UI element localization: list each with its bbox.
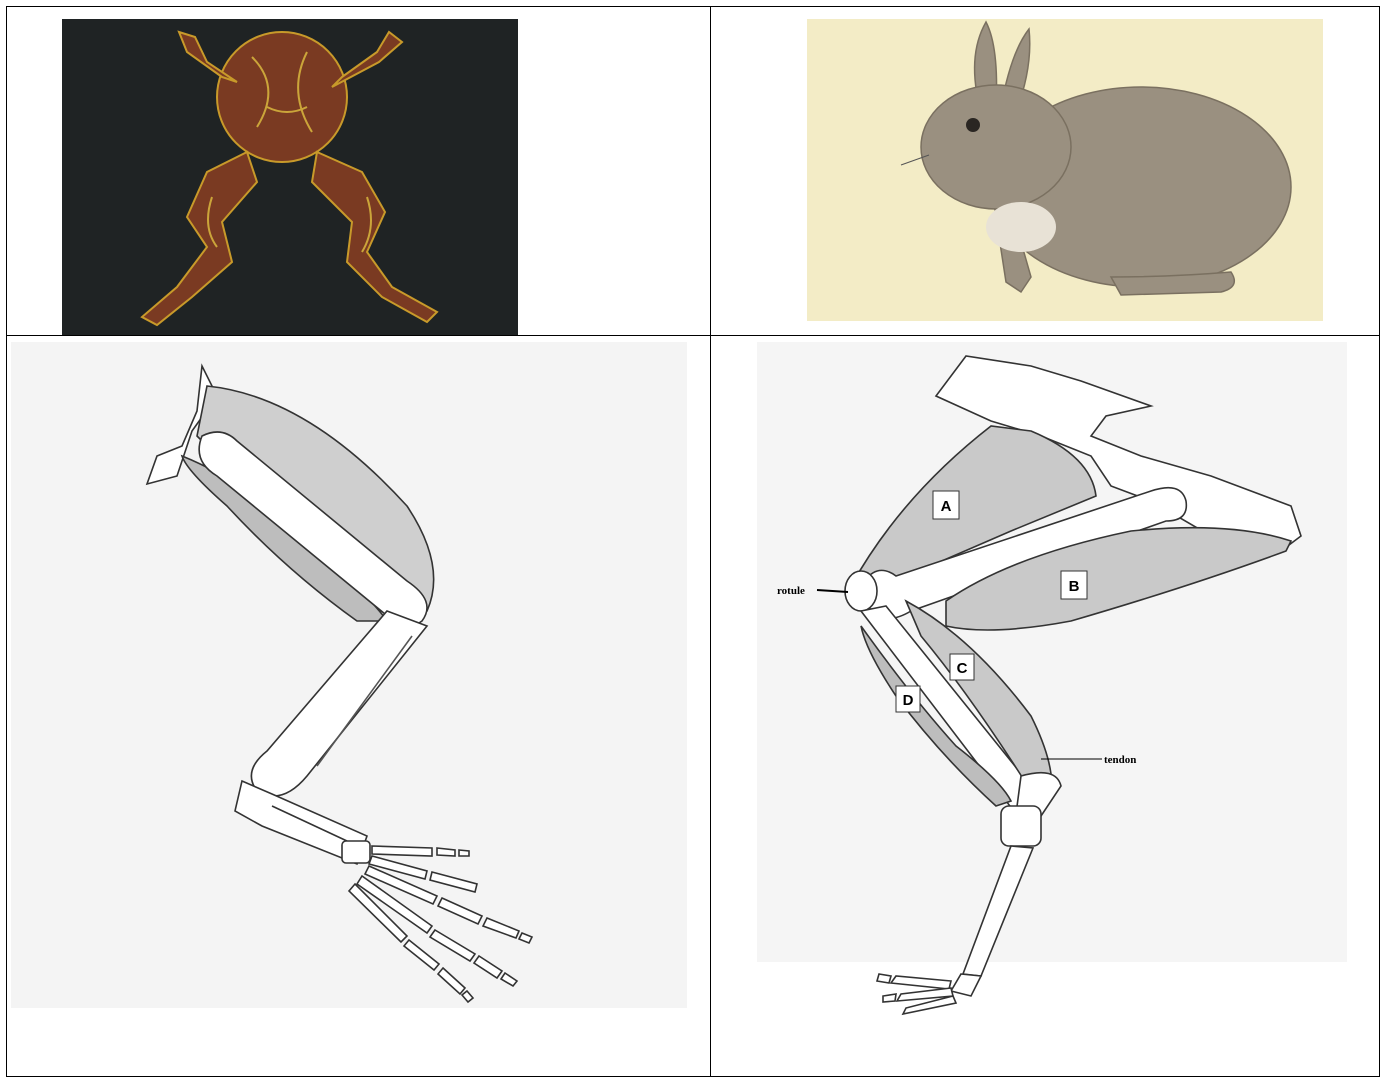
tendon-annotation: tendon [1104,754,1136,766]
muscle-a-label: A [941,498,952,515]
muscle-d-label: D [903,692,914,709]
frog-photo-cell [7,7,710,335]
figure-table: A B C D rotule tendon [6,6,1380,1077]
rabbit-photo [711,7,1379,335]
frog-leg-diagram [7,336,710,1076]
rabbit-leg-diagram-cell: A B C D rotule tendon [711,336,1379,1076]
rotule-annotation: rotule [777,585,805,597]
muscle-c-label: C [957,660,968,677]
frog-leg-diagram-cell [7,336,710,1076]
muscle-b-label: B [1069,578,1080,595]
frog-photo [7,7,710,335]
rabbit-photo-cell [711,7,1379,335]
rabbit-leg-diagram: A B C D rotule tendon [711,336,1379,1076]
